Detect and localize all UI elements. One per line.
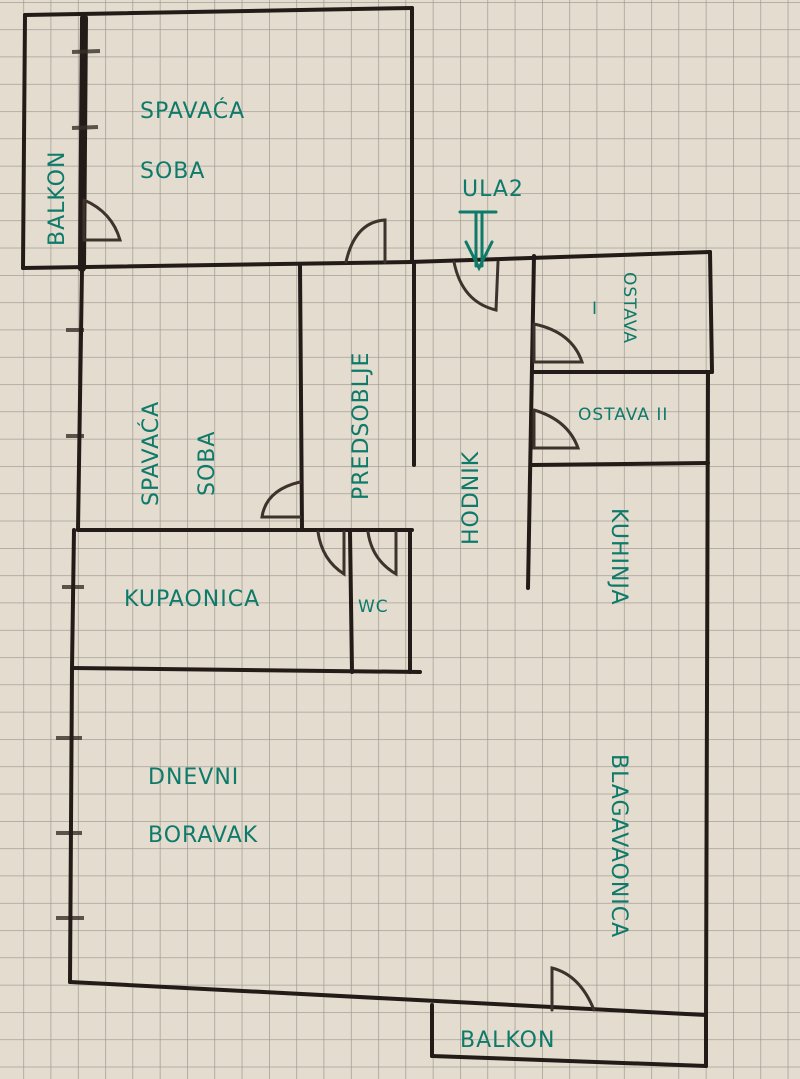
- label-predsoblje: PREDSOBLJE: [349, 352, 374, 500]
- label-spavaca-soba-1-line1: SPAVAĆA: [140, 98, 245, 124]
- walls-right: [526, 250, 714, 1017]
- entrance-arrow-icon: [458, 210, 498, 272]
- door-swings: [82, 198, 596, 1012]
- label-ostava-1-marker: I: [592, 299, 598, 319]
- walls-middle-left: [70, 260, 422, 674]
- walls-bottom: [68, 666, 708, 1068]
- label-kupaonica: KUPAONICA: [124, 587, 260, 612]
- walls-top-block: [21, 6, 712, 272]
- label-dnevni-boravak-line1: DNEVNI: [148, 765, 239, 790]
- label-wc: WC: [358, 597, 389, 617]
- label-balkon-top: BALKON: [45, 151, 70, 246]
- label-balkon-bottom: BALKON: [460, 1028, 555, 1053]
- label-spavaca-soba-1-line2: SOBA: [140, 159, 205, 184]
- label-blagavaonica: BLAGAVAONICA: [606, 754, 631, 938]
- label-ostava-2: OSTAVA II: [578, 405, 668, 425]
- entrance-label: ULA2: [462, 177, 524, 202]
- label-dnevni-boravak-line2: BORAVAK: [148, 823, 258, 848]
- label-kuhinja: KUHINJA: [606, 508, 631, 606]
- label-spavaca-soba-2-line1: SPAVAĆA: [138, 401, 164, 506]
- label-hodnik: HODNIK: [459, 451, 484, 545]
- label-spavaca-soba-2-line2: SOBA: [195, 431, 220, 496]
- label-ostava-1: OSTAVA: [619, 272, 639, 344]
